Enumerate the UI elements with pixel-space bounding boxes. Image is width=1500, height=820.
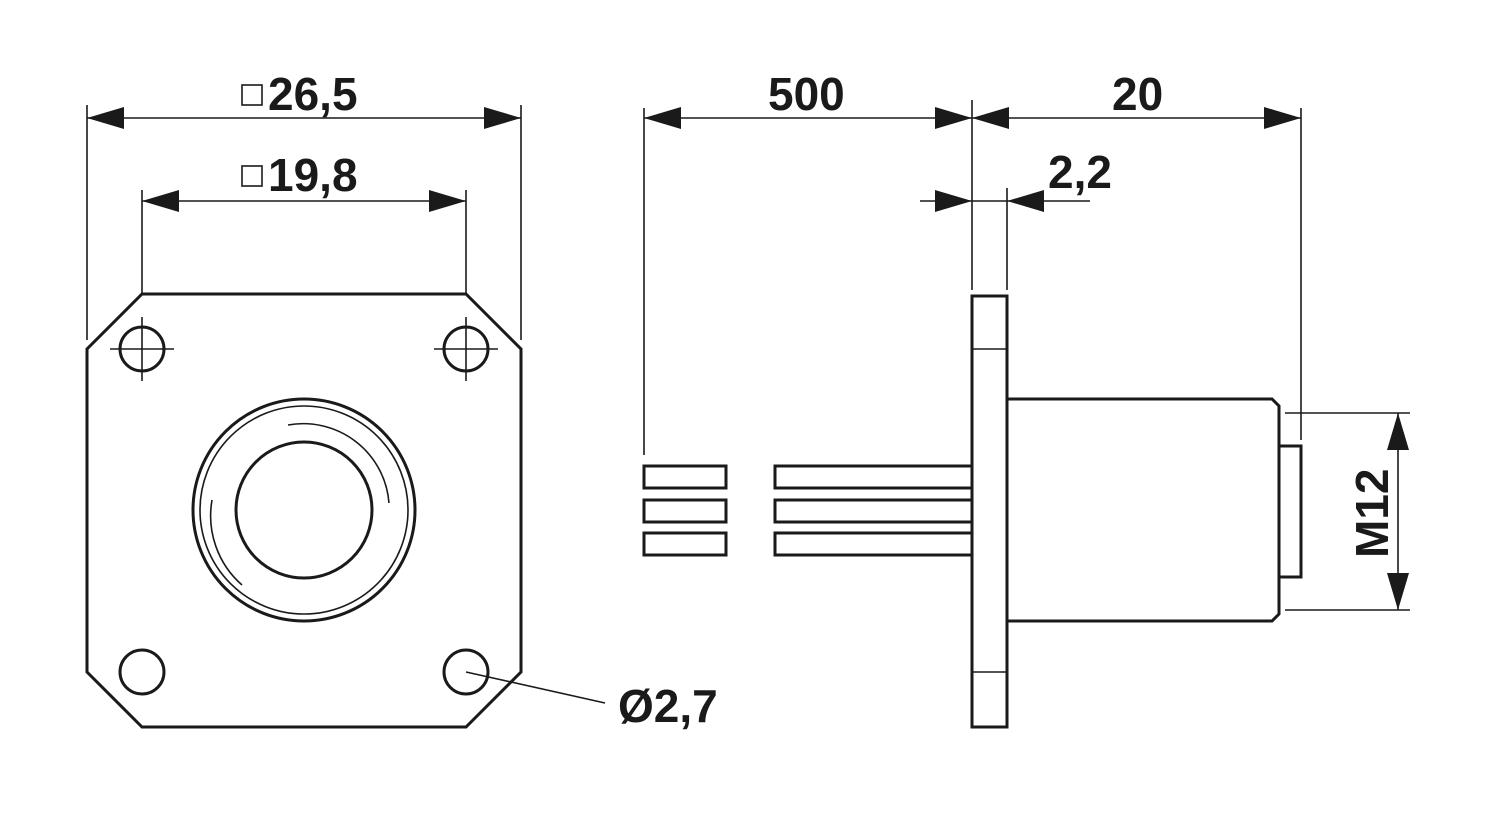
connector-inner-bore (234, 440, 374, 580)
connector-thread-arc-2 (209, 499, 243, 586)
mounting-hole-bottom-right (442, 648, 490, 696)
dimension-overall-length: 20 (972, 68, 1302, 440)
inner-square-label: 19,8 (268, 149, 358, 201)
cable-segment-left-2 (642, 498, 728, 524)
cable-segment-right-1 (773, 464, 974, 490)
connector-outer-ring-inner (199, 405, 409, 615)
square-symbol-icon (241, 165, 263, 187)
dimension-outer-square: 26,5 (86, 68, 522, 340)
cable-length-label: 500 (768, 68, 845, 120)
outer-square-label: 26,5 (268, 68, 358, 120)
dimension-inner-square: 19,8 (141, 149, 467, 294)
dimension-cable-length: 500 (643, 68, 973, 455)
side-flange (970, 294, 1009, 729)
square-symbol-icon (241, 84, 263, 106)
hole-diameter-label: Ø2,7 (618, 680, 718, 732)
housing-body (1007, 397, 1281, 623)
dimension-flange-thickness: 2,2 (920, 146, 1112, 290)
front-view (85, 292, 606, 729)
overall-length-label: 20 (1112, 68, 1163, 120)
cable-segment-right-2 (773, 498, 974, 524)
mounting-hole-bottom-left (118, 648, 166, 696)
connector-thread-arc (287, 422, 390, 504)
mounting-hole-top-left (110, 317, 174, 381)
thread-end (1277, 444, 1303, 579)
side-view (642, 294, 1303, 729)
flange-thickness-label: 2,2 (1048, 146, 1112, 198)
cable-segment-left-1 (642, 464, 728, 490)
connector-outer-ring (191, 397, 417, 623)
front-flange-outline (85, 292, 523, 729)
mounting-hole-top-right (434, 317, 498, 381)
cable-segment-right-3 (773, 531, 974, 557)
cable-segment-left-3 (642, 531, 728, 557)
dimension-thread: M12 (1285, 412, 1410, 611)
hole-leader-line (465, 671, 606, 704)
thread-label: M12 (1346, 469, 1398, 558)
